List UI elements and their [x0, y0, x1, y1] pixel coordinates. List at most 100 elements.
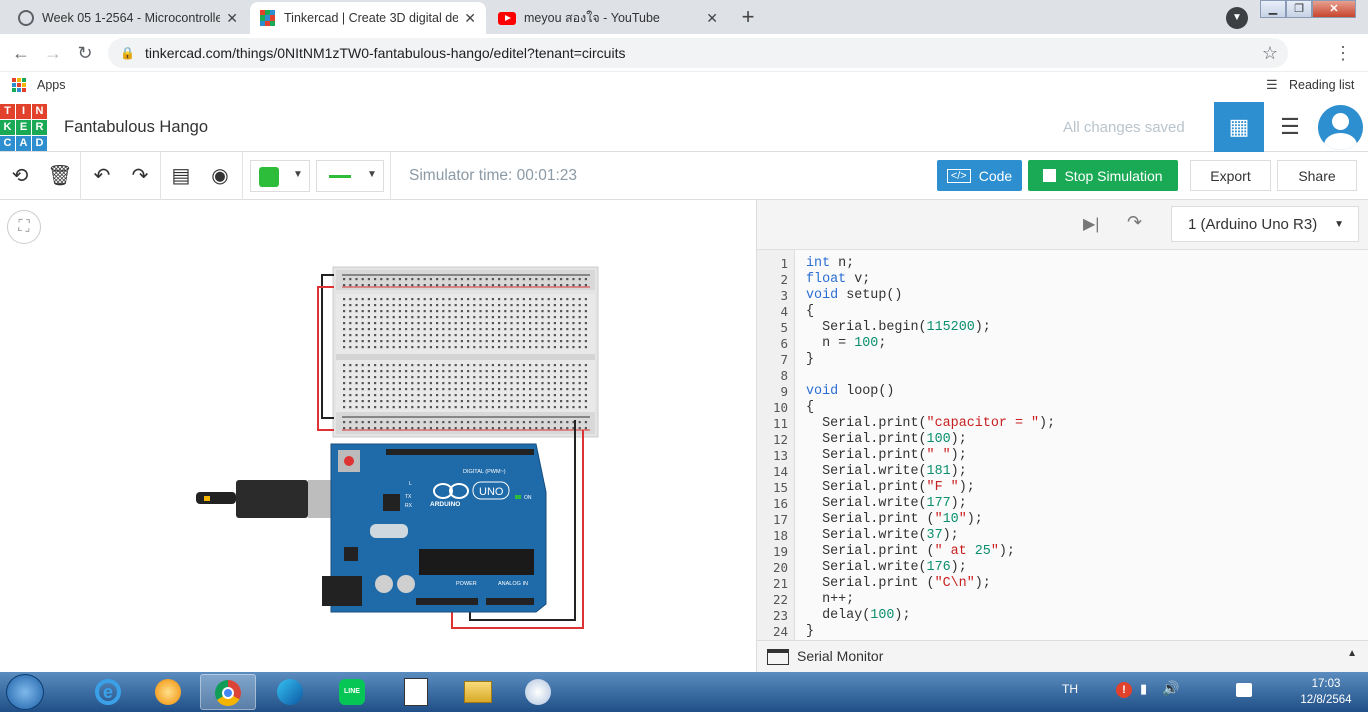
circuit-view-button[interactable]: ▦	[1214, 102, 1264, 152]
reading-list-link[interactable]: Reading list	[1289, 78, 1355, 92]
rotate-icon[interactable]: ⟲	[11, 165, 29, 187]
code-line[interactable]: Serial.print("capacitor = ");	[806, 416, 1056, 431]
wire-style-picker[interactable]: ▼	[316, 160, 384, 192]
code-line[interactable]: Serial.write(177);	[806, 496, 967, 511]
chrome-icon[interactable]	[200, 674, 256, 710]
url-bar[interactable]: 🔒 tinkercad.com/things/0NItNM1zTW0-fanta…	[108, 38, 1288, 68]
back-icon[interactable]: ←	[12, 43, 30, 63]
project-name[interactable]: Fantabulous Hango	[64, 118, 209, 136]
chevron-down-icon: ▼	[293, 169, 303, 180]
wire-red-left[interactable]	[317, 286, 334, 431]
code-line[interactable]: n++;	[806, 592, 855, 607]
avatar[interactable]	[1318, 105, 1363, 150]
line-app-icon[interactable]: LINE	[324, 674, 380, 710]
lock-icon: 🔒	[120, 46, 135, 60]
edge-icon[interactable]	[262, 674, 318, 710]
reading-list-icon[interactable]: ☰	[1266, 77, 1278, 92]
code-line[interactable]: }	[806, 352, 815, 367]
start-button[interactable]	[6, 674, 44, 710]
wire-red-5v[interactable]	[451, 430, 584, 629]
code-line[interactable]: int n;	[806, 256, 855, 271]
code-line[interactable]: {	[806, 400, 815, 415]
code-line[interactable]: Serial.print(100);	[806, 432, 967, 447]
volume-icon[interactable]: 🔊	[1162, 680, 1180, 696]
action-center-icon[interactable]	[1236, 683, 1252, 697]
notes-icon[interactable]: ▤	[171, 165, 191, 187]
code-editor[interactable]: int n;float v;void setup(){ Serial.begin…	[795, 250, 1368, 640]
file-explorer-icon[interactable]	[450, 674, 506, 710]
arduino-logo	[433, 483, 469, 499]
fill-color-picker[interactable]: ▼	[250, 160, 310, 192]
system-clock[interactable]: 17:03 12/8/2564	[1286, 676, 1366, 708]
paint-icon[interactable]	[510, 674, 566, 710]
close-tab-icon[interactable]: ✕	[226, 9, 238, 26]
close-tab-icon[interactable]: ✕	[464, 9, 476, 26]
minimize-icon[interactable]: ▁	[1260, 0, 1286, 18]
code-line[interactable]: n = 100;	[806, 336, 887, 351]
media-player-icon[interactable]	[140, 674, 196, 710]
code-line[interactable]: void loop()	[806, 384, 895, 399]
close-tab-icon[interactable]: ✕	[706, 9, 718, 26]
line-number: 7	[780, 352, 788, 367]
stop-simulation-label: Stop Simulation	[1064, 167, 1163, 184]
usb-cable[interactable]	[196, 480, 334, 518]
uno-text: UNO	[479, 486, 504, 498]
stop-simulation-button[interactable]: Stop Simulation	[1028, 160, 1178, 191]
circuit-canvas[interactable]: ⛶	[0, 200, 756, 672]
code-line[interactable]: void setup()	[806, 288, 903, 303]
profile-dropdown-icon[interactable]: ▼	[1226, 7, 1248, 29]
code-line[interactable]: delay(100);	[806, 608, 911, 623]
code-line[interactable]: Serial.print (" at 25");	[806, 544, 1015, 559]
component-list-button[interactable]: ☰	[1266, 102, 1314, 152]
network-icon[interactable]: ▮	[1140, 681, 1148, 696]
code-line[interactable]: Serial.write(181);	[806, 464, 967, 479]
menu-icon[interactable]: ⋮	[1334, 43, 1352, 63]
apps-icon[interactable]	[12, 78, 26, 92]
alert-icon[interactable]: !	[1116, 682, 1132, 698]
calculator-app-icon[interactable]	[388, 674, 444, 710]
serial-monitor-bar[interactable]: Serial Monitor ▲	[757, 640, 1368, 672]
device-select[interactable]: 1 (Arduino Uno R3) ▼	[1171, 206, 1359, 242]
code-line[interactable]: }	[806, 624, 815, 639]
step-icon[interactable]: ▶︎|	[1083, 216, 1100, 233]
share-button[interactable]: Share	[1277, 160, 1357, 191]
breadboard[interactable]	[332, 266, 599, 438]
tab-week05[interactable]: Week 05 1-2564 - Microcontrolle ✕	[8, 2, 248, 34]
zoom-to-fit-icon[interactable]: ⛶	[7, 210, 41, 244]
tx-text: TX	[405, 494, 412, 500]
reload-icon[interactable]: ↻	[77, 43, 93, 63]
eye-icon[interactable]: ◉	[211, 165, 229, 187]
chevron-up-icon[interactable]: ▲	[1347, 648, 1357, 659]
internet-explorer-icon[interactable]: e	[80, 674, 136, 710]
window-controls: ▁ ❐ ✕	[1260, 0, 1356, 20]
code-line[interactable]: Serial.write(176);	[806, 560, 967, 575]
export-button[interactable]: Export	[1190, 160, 1271, 191]
code-button[interactable]: </> Code	[937, 160, 1022, 191]
circuit-drawing[interactable]: ARDUINO UNO DIGITAL (PWM~) POWER ANALOG …	[0, 200, 756, 672]
code-line[interactable]: Serial.print("F ");	[806, 480, 975, 495]
maximize-icon[interactable]: ❐	[1286, 0, 1312, 18]
code-line[interactable]: Serial.print ("C\n");	[806, 576, 991, 591]
close-window-icon[interactable]: ✕	[1312, 0, 1356, 18]
forward-icon[interactable]: →	[44, 43, 62, 63]
undo-icon[interactable]: ↶	[93, 165, 111, 187]
new-tab-button[interactable]: +	[741, 4, 755, 29]
delete-icon[interactable]: 🗑	[47, 165, 73, 187]
code-line[interactable]: Serial.print ("10");	[806, 512, 983, 527]
wire-black-left[interactable]	[321, 274, 334, 419]
tab-youtube[interactable]: meyou สองใจ - YouTube ✕	[488, 2, 728, 34]
code-line[interactable]: Serial.write(37);	[806, 528, 959, 543]
line-number: 17	[772, 512, 788, 527]
tab-tinkercad[interactable]: Tinkercad | Create 3D digital des ✕	[250, 2, 486, 34]
debugger-icon[interactable]: ↷	[1127, 212, 1143, 232]
code-line[interactable]: Serial.begin(115200);	[806, 320, 991, 335]
bookmark-star-icon[interactable]: ☆	[1261, 42, 1278, 63]
apps-link[interactable]: Apps	[37, 78, 66, 92]
code-line[interactable]: float v;	[806, 272, 871, 287]
redo-icon[interactable]: ↷	[131, 165, 149, 187]
code-line[interactable]: {	[806, 304, 815, 319]
arduino-uno-board[interactable]: ARDUINO UNO DIGITAL (PWM~) POWER ANALOG …	[322, 443, 547, 613]
code-line[interactable]: Serial.print(" ");	[806, 448, 967, 463]
language-indicator[interactable]: TH	[1062, 682, 1078, 696]
